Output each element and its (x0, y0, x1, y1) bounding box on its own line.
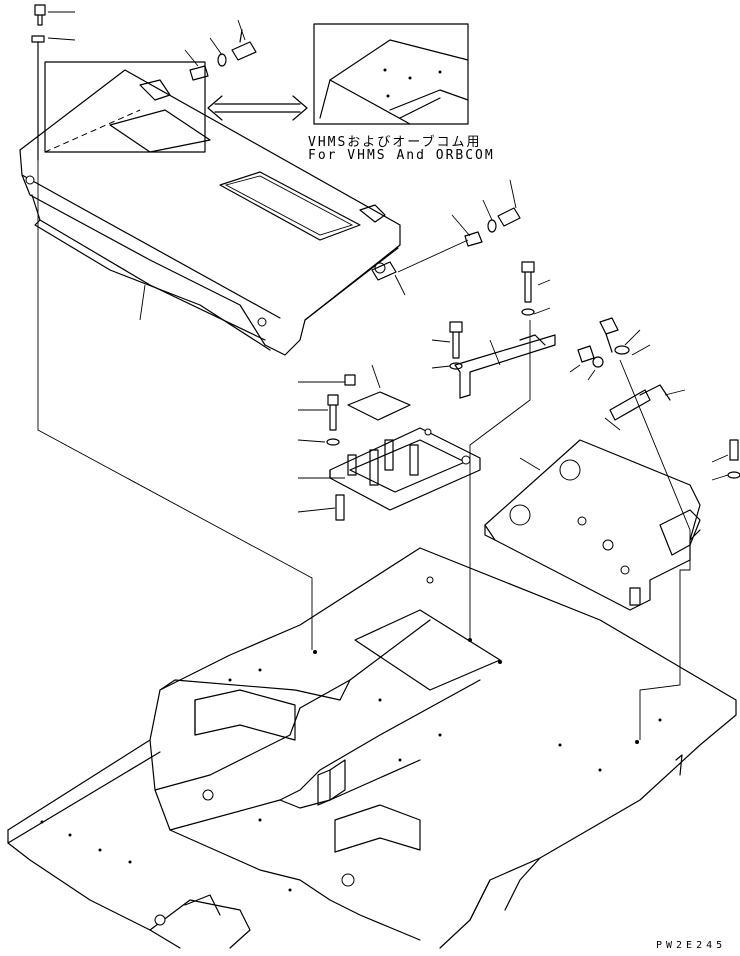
leader-lines (37, 160, 313, 650)
callout-line-1: VHMSおよびオーブコム用 (308, 135, 482, 150)
large-plate (484, 317, 740, 740)
drawing-code: PW2E245 (656, 940, 727, 951)
floor-frame (7, 547, 737, 949)
bracket-assembly (431, 261, 556, 640)
console-cover (19, 61, 401, 356)
double-arrow (207, 95, 308, 121)
plate-assembly (297, 364, 481, 521)
hardware-top (31, 4, 521, 321)
inset-view (313, 23, 469, 125)
callout-line-2: For VHMS And ORBCOM (308, 148, 495, 163)
